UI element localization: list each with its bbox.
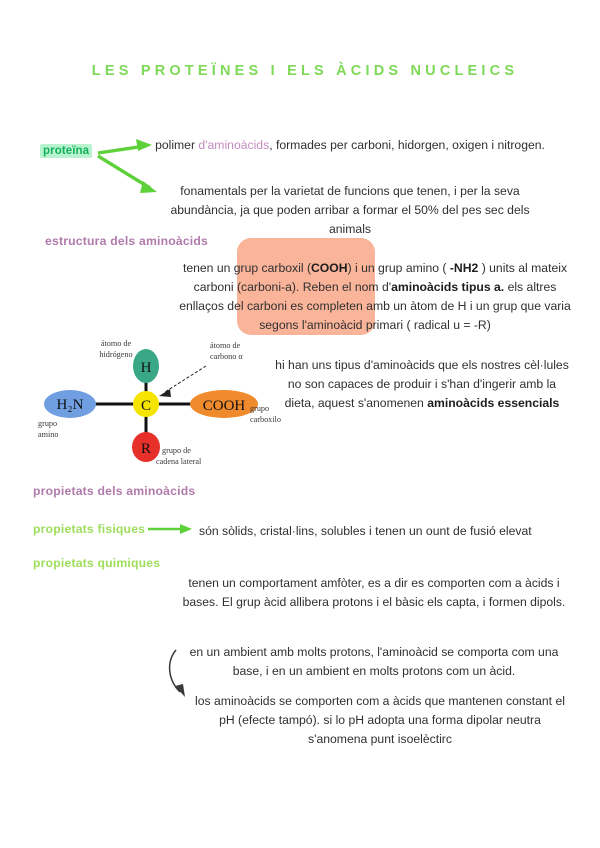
caption-hydrogen-line2: hidrógeno <box>99 350 132 359</box>
structure-b1: COOH <box>311 261 348 275</box>
amino-acid-structure-diagram: H H₂N C COOH R átomo de hidrógeno átomo … <box>28 334 296 474</box>
arrow-physical-properties <box>148 524 192 534</box>
essential-b1: aminoàcids essencials <box>427 396 560 410</box>
salmon-highlight-block <box>237 238 375 335</box>
physical-properties-text: són sòlids, cristal·lins, solubles i ten… <box>199 524 532 538</box>
structure-b2: -NH2 <box>449 261 479 275</box>
atom-symbol-amino: H₂N <box>57 397 84 413</box>
heading-propietats-aminoacids: propietats dels aminoàcids <box>33 484 196 498</box>
caption-amino-line2: amino <box>38 430 58 439</box>
caption-alpha-carbon-line2: carbono α <box>210 352 243 361</box>
structure-p4: els altres enllaços del carboni es compl… <box>179 280 571 332</box>
atom-symbol-carbon: C <box>141 398 151 414</box>
heading-estructura-aminoacids: estructura dels aminoàcids <box>45 234 209 248</box>
caption-hydrogen-line1: átomo de <box>101 339 132 348</box>
definition-lead: polimer <box>155 138 199 152</box>
caption-amino-line1: grupo <box>38 419 57 428</box>
atom-symbol-hydrogen: H <box>141 360 152 376</box>
caption-carboxyl-line1: grupo <box>250 404 269 413</box>
definition-link-aminoacids: d'aminoàcids <box>198 138 270 152</box>
atom-symbol-radical: R <box>141 441 151 457</box>
essential-p1: hi han uns tipus d'aminoàcids que els no… <box>275 358 569 410</box>
caption-alpha-carbon-line1: átomo de <box>210 341 241 350</box>
definition-rest: , formades per carboni, hidorgen, oxigen… <box>269 138 545 152</box>
chemical-properties-text-2: en un ambient amb molts protons, l'amino… <box>189 645 559 678</box>
structure-b3: aminoàcids tipus a. <box>391 280 505 294</box>
label-proteina: proteïna <box>40 144 93 158</box>
structure-p2: ) i un grup amino ( <box>347 261 450 275</box>
label-propietats-fisiques: propietats fisiques <box>33 522 146 536</box>
structure-body-text: tenen un grup carboxil (COOH) i un grup … <box>178 259 572 335</box>
essential-aminoacids-text: hi han uns tipus d'aminoàcids que els no… <box>272 356 572 413</box>
label-propietats-quimiques: propietats quimiques <box>33 556 161 570</box>
chemical-properties-text-1: tenen un comportament amfòter, es a dir … <box>182 576 566 609</box>
protein-importance-text: fonamentals per la varietat de funcions … <box>170 184 530 236</box>
caption-carboxyl-line2: carboxilo <box>250 415 281 424</box>
caption-radical-line2: cadena lateral <box>156 457 202 466</box>
structure-p1: tenen un grup carboxil ( <box>182 261 311 275</box>
chemical-properties-text-3: los aminoàcids se comporten com a àcids … <box>195 694 565 746</box>
caption-radical-line1: grupo de <box>162 446 191 455</box>
structure-p3: ) units al mateix carboni (carboni-a). R… <box>193 261 568 294</box>
atom-symbol-carboxyl: COOH <box>203 398 246 414</box>
arrow-protein-to-definition <box>97 139 152 155</box>
page-title: LES PROTEÏNES I ELS ÀCIDS NUCLEICS <box>91 63 519 79</box>
arrow-protein-to-importance <box>97 154 157 193</box>
protein-definition-text: polimer d'aminoàcids, formades per carbo… <box>150 136 550 155</box>
